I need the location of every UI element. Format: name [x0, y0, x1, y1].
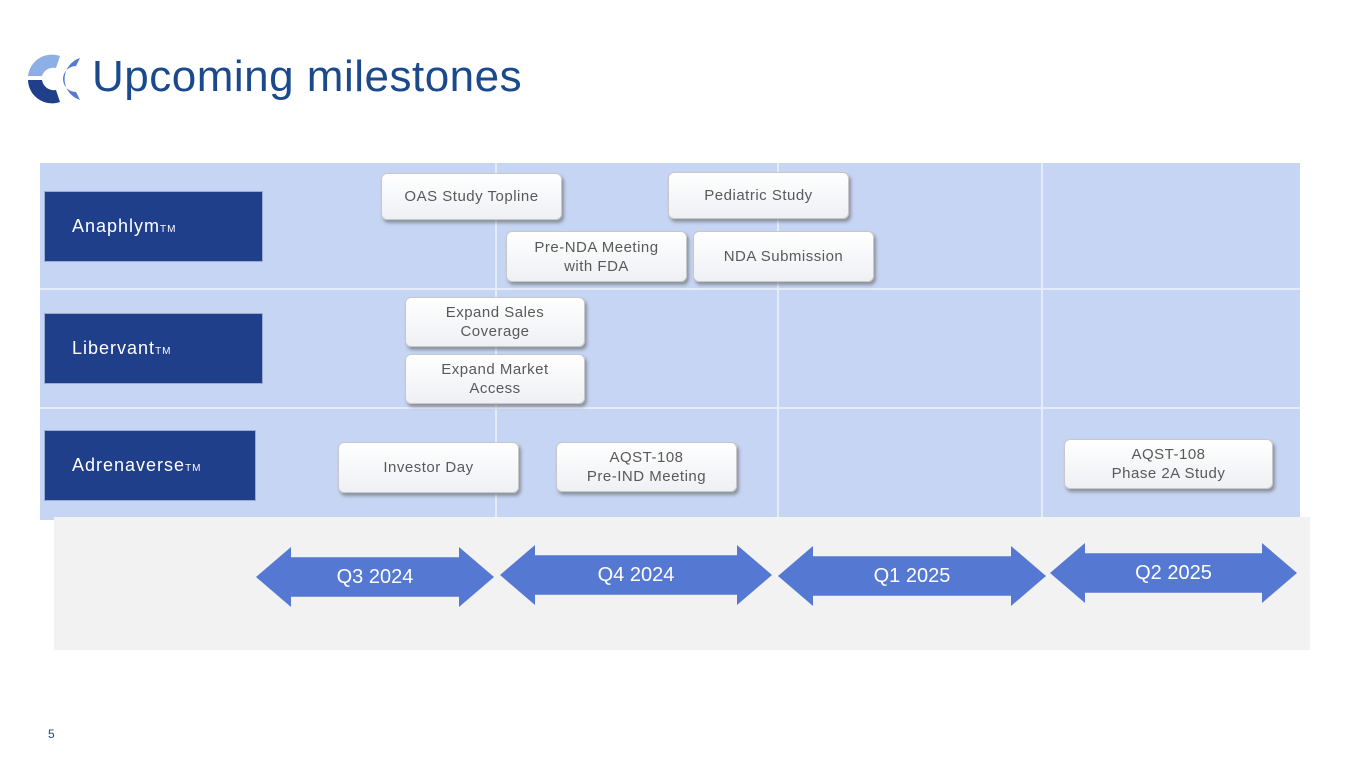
- milestone-nda-submission: NDA Submission: [693, 231, 874, 282]
- page-title: Upcoming milestones: [92, 52, 523, 101]
- row-divider: [40, 407, 1300, 409]
- page-number: 5: [48, 727, 55, 741]
- milestone-investor-day: Investor Day: [338, 442, 519, 493]
- row-divider: [40, 288, 1300, 290]
- milestone-pediatric-study: Pediatric Study: [668, 172, 849, 219]
- milestone-oas-study-topline: OAS Study Topline: [381, 173, 562, 220]
- column-divider: [1041, 163, 1043, 520]
- company-logo-icon: [28, 54, 80, 104]
- column-divider: [777, 163, 779, 520]
